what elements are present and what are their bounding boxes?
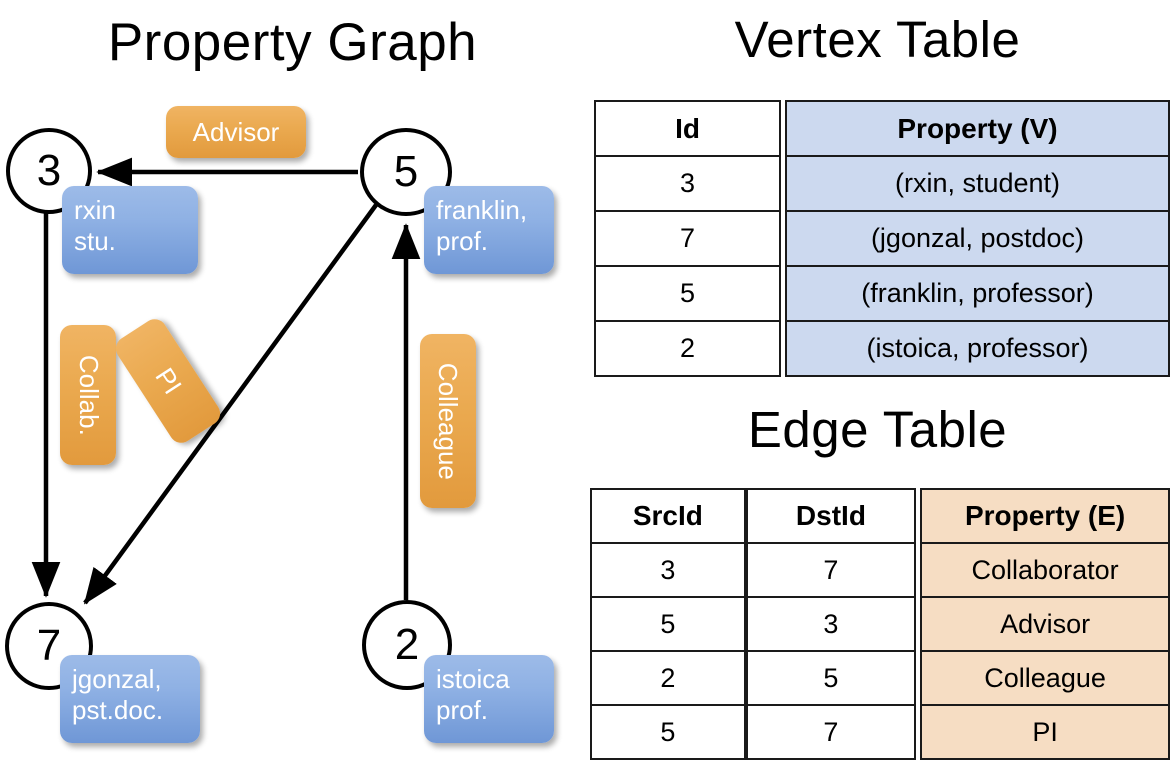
edge-table-header-dstid: DstId [745, 488, 917, 544]
edge-table-header-srcid: SrcId [590, 488, 746, 544]
table-row: (jgonzal, postdoc) [785, 210, 1170, 267]
vertex-property-box-3[interactable]: rxin stu. [62, 186, 198, 274]
table-row: Advisor [920, 596, 1170, 652]
edge-label-collab[interactable]: Collab. [60, 325, 116, 465]
edge-label-text: Collab. [73, 354, 104, 436]
table-row: 3 [590, 542, 746, 598]
table-row: 5 [745, 650, 917, 706]
vertex-id-cell: 2 [593, 320, 782, 377]
edge-dstid-cell: 7 [745, 542, 917, 598]
table-header-row: Property (E) [920, 488, 1170, 544]
graph-edge-lines [31, 157, 421, 605]
edge-label-colleague[interactable]: Colleague [420, 334, 476, 508]
vertex-property-cell: (rxin, student) [785, 155, 1170, 212]
table-row: 7 [745, 542, 917, 598]
table-header-row: SrcId [590, 488, 746, 544]
edge-dstid-cell: 3 [745, 596, 917, 652]
vertex-table: Id 3 7 5 2 Property (V) (rxin, student) … [593, 100, 1170, 377]
edge-dstid-cell: 7 [745, 704, 917, 760]
vertex-table-property-column: Property (V) (rxin, student) (jgonzal, p… [785, 100, 1170, 377]
edge-srcid-cell: 3 [590, 542, 746, 598]
edge-table-property-column: Property (E) Collaborator Advisor Collea… [920, 488, 1170, 760]
vertex-table-header-id: Id [593, 100, 782, 157]
table-row: 7 [745, 704, 917, 760]
vertex-property-line: franklin, [436, 195, 528, 225]
page-title-edge-table: Edge Table [747, 401, 1008, 458]
vertex-property-line: prof. [436, 694, 489, 725]
vertex-table-header-property: Property (V) [785, 100, 1170, 157]
vertex-property-line: jgonzal, [72, 664, 162, 694]
table-row: 2 [590, 650, 746, 706]
table-row: 5 [590, 596, 746, 652]
table-header-row: DstId [745, 488, 917, 544]
vertex-property-box-5[interactable]: franklin, prof. [424, 186, 554, 274]
page-title-vertex-table: Vertex Table [734, 11, 1021, 68]
edge-table-srcid-column: SrcId 3 5 2 5 [590, 488, 746, 760]
table-row: 5 [593, 265, 782, 322]
vertex-id-cell: 3 [593, 155, 782, 212]
table-row: 7 [593, 210, 782, 267]
table-row: (franklin, professor) [785, 265, 1170, 322]
edge-srcid-cell: 5 [590, 596, 746, 652]
vertex-property-line: stu. [74, 225, 116, 256]
edge-table-dstid-column: DstId 7 3 5 7 [745, 488, 917, 760]
edge-property-cell: PI [920, 704, 1170, 760]
table-row: (rxin, student) [785, 155, 1170, 212]
edge-label-advisor[interactable]: Advisor [166, 106, 306, 158]
edge-dstid-cell: 5 [745, 650, 917, 706]
edge-label-text: PI [148, 362, 188, 400]
vertex-property-line: rxin [74, 195, 116, 225]
table-row: Collaborator [920, 542, 1170, 598]
table-row: 3 [745, 596, 917, 652]
edge-table: SrcId 3 5 2 5 DstId 7 3 5 7 Property (E)… [590, 488, 1170, 760]
vertex-property-line: istoica [436, 664, 510, 694]
table-header-row: Id [593, 100, 782, 157]
edge-srcid-cell: 2 [590, 650, 746, 706]
table-row: 5 [590, 704, 746, 760]
edge-srcid-cell: 5 [590, 704, 746, 760]
edge-property-cell: Collaborator [920, 542, 1170, 598]
vertex-property-box-2[interactable]: istoica prof. [424, 655, 554, 743]
property-graph-diagram: 3 5 7 2 rxin stu. franklin, prof. jgonza… [5, 106, 554, 743]
edge-label-text: Advisor [192, 116, 280, 147]
page-title-property-graph: Property Graph [107, 13, 478, 72]
vertex-property-cell: (istoica, professor) [785, 320, 1170, 377]
table-header-row: Property (V) [785, 100, 1170, 157]
vertex-property-line: prof. [436, 225, 489, 256]
table-row: 2 [593, 320, 782, 377]
table-row: PI [920, 704, 1170, 760]
table-row: (istoica, professor) [785, 320, 1170, 377]
vertex-property-line: pst.doc. [72, 694, 164, 725]
vertex-table-id-column: Id 3 7 5 2 [593, 100, 782, 377]
table-row: Colleague [920, 650, 1170, 706]
edge-label-text: Colleague [433, 362, 464, 480]
vertex-property-cell: (jgonzal, postdoc) [785, 210, 1170, 267]
edge-table-header-property: Property (E) [920, 488, 1170, 544]
table-row: 3 [593, 155, 782, 212]
vertex-node-2[interactable]: 2 [362, 600, 452, 690]
vertex-property-box-7[interactable]: jgonzal, pst.doc. [60, 655, 200, 743]
edge-line-pi [83, 203, 378, 605]
vertex-id-cell: 5 [593, 265, 782, 322]
vertex-property-cell: (franklin, professor) [785, 265, 1170, 322]
edge-property-cell: Advisor [920, 596, 1170, 652]
vertex-node-5[interactable]: 5 [360, 128, 452, 216]
edge-property-cell: Colleague [920, 650, 1170, 706]
vertex-id-cell: 7 [593, 210, 782, 267]
